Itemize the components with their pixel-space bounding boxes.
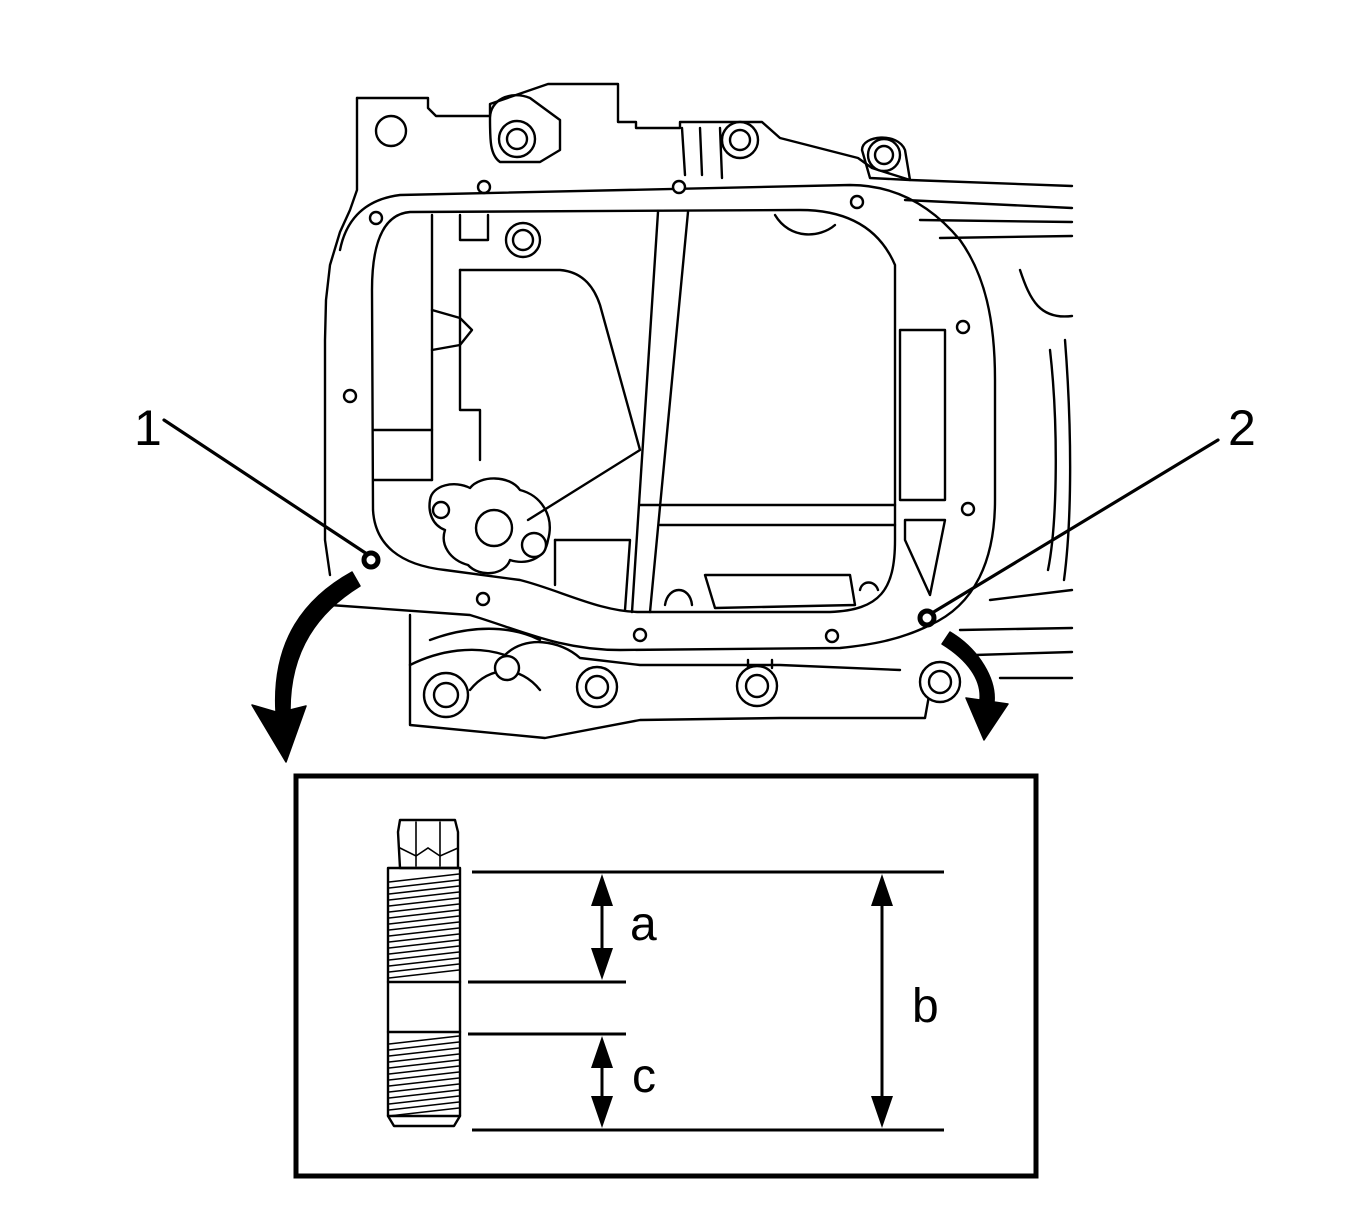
- stud-detail-inset: a c b: [293, 773, 1039, 1179]
- curved-arrow-right-icon: [941, 631, 1009, 741]
- callout-2: 2: [930, 400, 1256, 615]
- stud-location-2-marker: [917, 608, 937, 628]
- stud-icon: [386, 818, 462, 1128]
- callout-2-label: 2: [1228, 400, 1256, 456]
- engine-block-illustration: [323, 82, 1074, 740]
- callout-2-leader: [930, 438, 1220, 615]
- curved-arrow-left-icon: [251, 571, 361, 763]
- dimension-b-label: b: [912, 980, 939, 1033]
- dimension-a-label: a: [630, 898, 657, 951]
- dimension-a: a: [591, 874, 657, 980]
- dimension-c-label: c: [632, 1050, 656, 1103]
- detail-frame: [293, 773, 1039, 1179]
- dimension-c: c: [591, 1036, 656, 1128]
- stud-thread-upper: [388, 873, 460, 979]
- callout-1-label: 1: [134, 400, 162, 456]
- stud-location-1-marker: [361, 550, 381, 570]
- callout-1-leader: [162, 418, 369, 556]
- dimension-b: b: [871, 874, 939, 1128]
- detail-arrows: [251, 571, 1009, 763]
- callout-1: 1: [134, 400, 369, 556]
- stud-thread-lower: [388, 1035, 460, 1117]
